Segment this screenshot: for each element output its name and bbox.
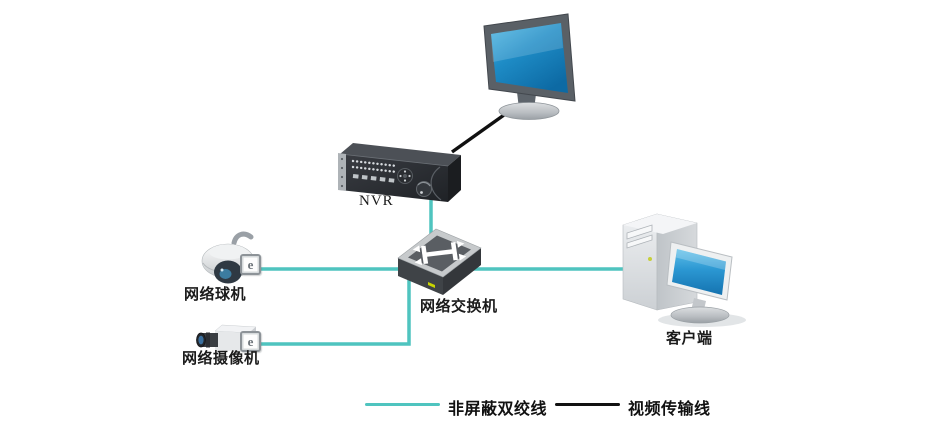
nvr-front-edge bbox=[339, 153, 449, 167]
utp-line-box-camera-to-switch bbox=[259, 278, 411, 346]
nvr-rack-bracket bbox=[338, 153, 346, 191]
pc-monitor-stand-base bbox=[670, 306, 730, 324]
switch-led bbox=[428, 282, 435, 288]
nvr-key-row bbox=[352, 174, 398, 183]
legend-video-line-swatch bbox=[555, 403, 620, 406]
nvr-label: NVR bbox=[359, 193, 394, 209]
box-camera-lens-ring bbox=[206, 332, 210, 348]
dome-camera-glint bbox=[220, 268, 224, 272]
nvr-panel-divider bbox=[430, 166, 442, 201]
nvr-dpad bbox=[397, 168, 413, 184]
nvr-right-face bbox=[448, 155, 461, 202]
pc-monitor-screen-glare bbox=[676, 249, 726, 270]
box-camera-lens-glass bbox=[198, 335, 204, 345]
monitor-stand-base bbox=[498, 102, 560, 120]
dome-camera-network-badge: e bbox=[240, 254, 261, 275]
pc-drive-bay-2 bbox=[626, 234, 653, 249]
switch-arrows-icon bbox=[412, 240, 467, 266]
dome-camera-cap bbox=[209, 244, 247, 260]
nvr-button-row-2 bbox=[351, 165, 399, 174]
pc-power-button bbox=[648, 257, 652, 261]
monitor-screen bbox=[491, 23, 568, 93]
pc-drive-bay-1 bbox=[626, 224, 653, 240]
dome-camera-arm bbox=[231, 231, 254, 246]
nvr-jog-dial bbox=[416, 181, 432, 197]
display-monitor bbox=[483, 13, 576, 120]
dome-camera-label: 网络球机 bbox=[184, 287, 247, 303]
nvr-top-face bbox=[340, 143, 461, 166]
nvr-bracket-holes bbox=[340, 157, 344, 188]
box-camera-label: 网络摄像机 bbox=[182, 351, 260, 367]
nvr-device bbox=[338, 143, 461, 202]
dome-camera-lens bbox=[219, 269, 232, 279]
switch-front-right-face bbox=[443, 248, 481, 295]
client-label: 客户端 bbox=[666, 331, 713, 347]
e-icon: e bbox=[247, 333, 254, 349]
monitor-screen-glare bbox=[491, 23, 563, 62]
legend-video-label: 视频传输线 bbox=[628, 401, 711, 418]
client-pc-device bbox=[622, 213, 746, 327]
e-icon: e bbox=[247, 256, 254, 272]
nvr-button-row-1 bbox=[351, 159, 399, 168]
pc-monitor-screen bbox=[672, 249, 726, 295]
box-camera-network-badge: e bbox=[240, 331, 261, 352]
network-switch-device bbox=[397, 228, 482, 295]
legend-utp-label: 非屏蔽双绞线 bbox=[448, 401, 548, 418]
legend-utp-line-swatch bbox=[365, 403, 440, 406]
switch-label: 网络交换机 bbox=[420, 299, 498, 315]
